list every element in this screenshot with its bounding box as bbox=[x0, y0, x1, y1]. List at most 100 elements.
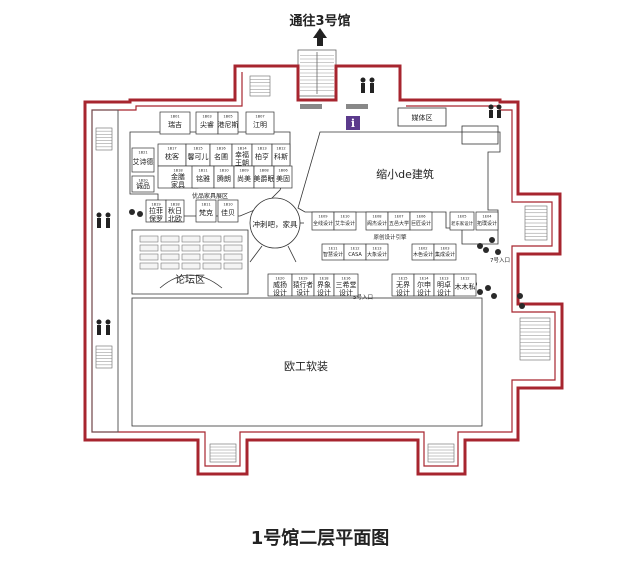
booth-name: 秋日 bbox=[168, 206, 182, 215]
media-zone-label: 媒体区 bbox=[412, 113, 433, 122]
booth-name: 幸福 bbox=[235, 150, 249, 159]
info-icon: i bbox=[346, 116, 360, 130]
booth-name: 尖睿 bbox=[200, 120, 214, 129]
booth-name: 巨匠设计 bbox=[411, 220, 431, 227]
booth-name: 全线设计 bbox=[313, 220, 333, 227]
booth-name: 港尼斯 bbox=[218, 120, 239, 129]
booth-code: 1E19 bbox=[298, 277, 308, 281]
booth-name: 智慧设计 bbox=[323, 251, 343, 258]
booth-code: 1B17 bbox=[167, 147, 176, 151]
european-zone-label: 欧工软装 bbox=[284, 359, 328, 373]
booth-code: 1B20 bbox=[138, 179, 148, 183]
booth-code: 1B11 bbox=[198, 169, 207, 173]
booth-name: 保罗 bbox=[149, 214, 163, 223]
booth-name: 设计 bbox=[417, 288, 431, 297]
booth-name: 设计 bbox=[296, 288, 310, 297]
up-arrow-icon bbox=[313, 28, 327, 46]
booth-code: 1B18 bbox=[173, 169, 183, 173]
booth-name: 拉菲 bbox=[149, 206, 163, 215]
booth-code: 1B15 bbox=[193, 147, 202, 151]
booth-code: 1E14 bbox=[419, 277, 429, 281]
booth-name: 瑞吉 bbox=[168, 120, 182, 129]
booth-code: 1B13 bbox=[257, 147, 266, 151]
booth-code: 1E12 bbox=[350, 247, 359, 251]
booth-code: 1E07 bbox=[394, 215, 403, 219]
booth-name: 北欧 bbox=[168, 214, 182, 223]
booth-name: 枕客 bbox=[165, 152, 179, 161]
booth-name: 设计 bbox=[396, 288, 410, 297]
booth-code: 1B03 bbox=[202, 115, 211, 119]
booth-code: 1B08 bbox=[259, 169, 269, 173]
booth-name: 集成设计 bbox=[435, 251, 455, 258]
booth-name: 家具 bbox=[171, 180, 185, 189]
booth-code: 1B10 bbox=[223, 203, 233, 207]
plant-icon bbox=[129, 209, 525, 309]
outer-wall bbox=[83, 64, 564, 476]
entrance-7-label: 7号入口 bbox=[490, 257, 510, 264]
map-title: 1号馆二层平面图 bbox=[250, 528, 390, 549]
booth-name: 佳贝 bbox=[221, 208, 235, 217]
booth-name: 界象 bbox=[317, 280, 331, 289]
booth-code: 1E16 bbox=[341, 277, 351, 281]
booth-code: 1B01 bbox=[170, 115, 179, 119]
booth-code: 1B11 bbox=[201, 203, 210, 207]
booth-code: 1B19 bbox=[151, 203, 161, 207]
booth-name: 艾华设计 bbox=[335, 220, 355, 227]
shrink-de-zone-label: 缩小de建筑 bbox=[376, 167, 434, 181]
quality-furniture-label: 优品家具展区 bbox=[192, 192, 228, 200]
booth-code: 1E18 bbox=[319, 277, 329, 281]
escalator-icon bbox=[297, 49, 337, 97]
booth-name: 无界 bbox=[396, 281, 410, 289]
booth-code: 1E20 bbox=[275, 277, 285, 281]
booth-code: 1E05 bbox=[457, 215, 466, 219]
booth-name: 大象设计 bbox=[367, 251, 387, 258]
booth-code: 1E03 bbox=[440, 247, 449, 251]
booth-name: 设计 bbox=[317, 288, 331, 297]
booth-code: 1E13 bbox=[439, 277, 448, 281]
